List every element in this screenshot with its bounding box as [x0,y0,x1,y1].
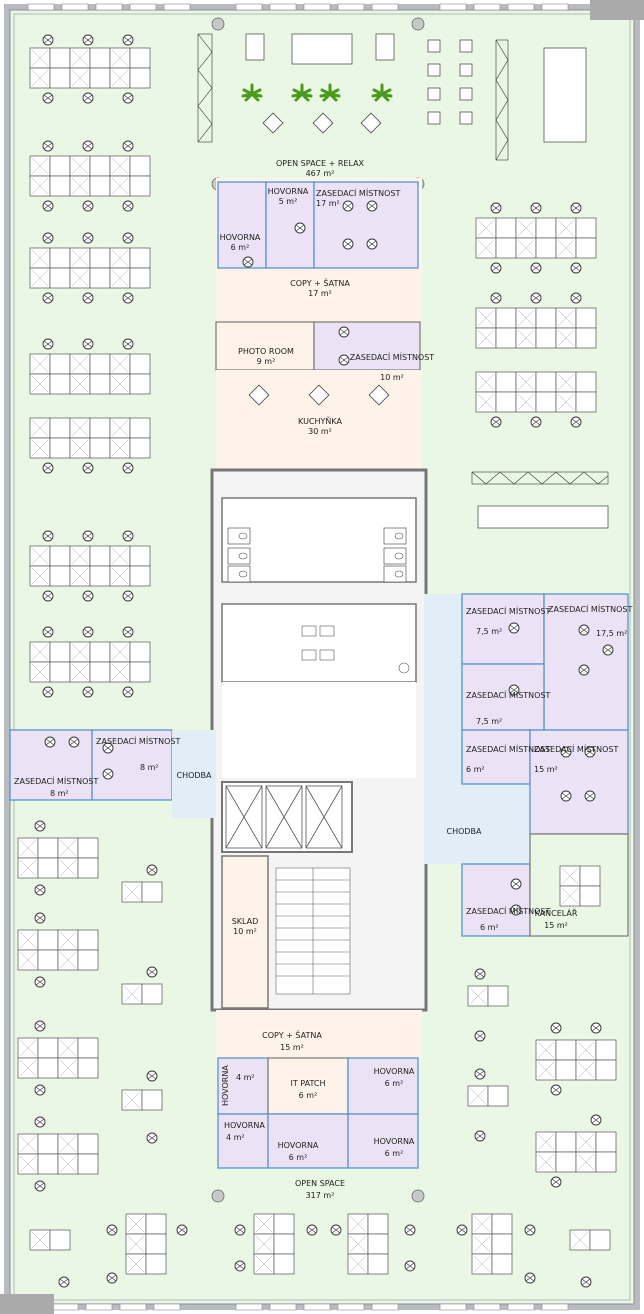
area-zasedaci-17-5: 17,5 m² [596,629,627,638]
area-it-patch: 6 m² [299,1091,318,1100]
label-zasedaci-6-a: ZASEDACÍ MÍSTNOST [466,743,551,754]
window-frames-top [27,3,569,11]
area-zasedaci-15: 15 m² [534,765,558,774]
label-open-space: OPEN SPACE [295,1179,345,1188]
hovorna-g-bg [347,1113,419,1169]
corner-block-bottom-left [0,1294,54,1314]
area-kancelar: 15 m² [544,921,568,930]
label-hovorna-e: HOVORNA [224,1121,265,1130]
label-copy-satna-top: COPY + ŠATNA [290,277,350,288]
label-kancelar: KANCELÁŘ [535,907,578,918]
label-zasedaci-6-b: ZASEDACÍ MÍSTNOST [466,905,551,916]
area-zasedaci-6-b: 6 m² [480,923,499,932]
label-chodba-right: CHODBA [446,827,482,836]
sklad-bg [221,855,269,1009]
zasedaci-17-bg [313,181,419,269]
zasedaci-8-a-bg [91,729,173,801]
area-kuchynka: 30 m² [308,427,332,436]
area-hovorna-g: 6 m² [385,1149,404,1158]
zasedaci-7-5-b-bg [461,663,545,731]
stair-icon [275,867,351,995]
area-zasedaci-7-5-b: 7,5 m² [476,717,502,726]
label-hovorna-d: HOVORNA [374,1067,415,1076]
hovorna-a-bg [217,181,267,269]
it-patch-bg [267,1057,349,1115]
partition-truss [197,33,609,485]
label-zasedaci-8-b: ZASEDACÍ MÍSTNOST [14,775,99,786]
label-copy-satna-bottom: COPY + ŠATNA [262,1029,322,1040]
chodba-left-bg [172,730,216,818]
copy-satna-bottom-bg [216,1010,422,1058]
area-hovorna-b: 5 m² [279,197,298,206]
label-sklad: SKLAD [232,917,259,926]
label-zasedaci-8-a: ZASEDACÍ MÍSTNOST [96,735,181,746]
core-lobby [222,682,416,778]
label-open-space-relax: OPEN SPACE + RELAX [276,159,365,168]
zasedaci-15-bg [529,729,629,835]
label-zasedaci-15: ZASEDACÍ MÍSTNOST [534,743,619,754]
label-hovorna-b: HOVORNA [268,187,309,196]
label-zasedaci-7-5-a: ZASEDACÍ MÍSTNOST [466,605,551,616]
lounge-seating [245,33,609,529]
hovorna-f-bg [267,1113,349,1169]
washroom-block [221,603,417,683]
area-hovorna-d: 6 m² [385,1079,404,1088]
area-zasedaci-6-a: 6 m² [466,765,485,774]
label-zasedaci-7-5-b: ZASEDACÍ MÍSTNOST [466,689,551,700]
area-sklad: 10 m² [233,927,257,936]
area-zasedaci-8-b: 8 m² [50,789,69,798]
elevator-icon [225,785,343,849]
corner-block-top-right [590,0,644,20]
label-zasedaci-10: ZASEDACÍ MÍSTNOST [350,351,435,362]
zasedaci-6-b-bg [461,863,531,937]
zasedaci-6-a-bg [461,729,531,785]
area-copy-satna-bottom: 15 m² [280,1043,304,1052]
area-open-space: 317 m² [306,1191,335,1200]
label-zasedaci-17-5: ZASEDACÍ MÍSTNOST [548,603,633,614]
copy-satna-top-bg [216,268,422,322]
label-zasedaci-17: ZASEDACÍ MÍSTNOST [316,187,401,198]
elevator-shafts [221,781,353,853]
zasedaci-17-5-bg [543,593,629,731]
area-hovorna-f: 6 m² [289,1153,308,1162]
area-photo-room: 9 m² [257,357,276,366]
area-copy-satna-top: 17 m² [308,289,332,298]
hovorna-c-bg [217,1057,269,1115]
sink-icon [301,625,410,674]
label-it-patch: IT PATCH [291,1079,326,1088]
label-kuchynka: KUCHYŇKA [298,416,342,426]
zasedaci-7-5-a-bg [461,593,545,665]
label-chodba-left: CHODBA [176,771,212,780]
area-zasedaci-7-5-a: 7,5 m² [476,627,502,636]
area-hovorna-c: 4 m² [236,1073,255,1082]
area-zasedaci-8-a: 8 m² [140,763,159,772]
label-hovorna-a: HOVORNA [220,233,261,242]
label-hovorna-c: HOVORNA [221,1065,230,1106]
hovorna-b-bg [265,181,315,269]
window-frames-bottom [51,1303,569,1311]
zasedaci-10-bg [313,321,421,371]
hovorna-d-bg [347,1057,419,1115]
bistro-tables [248,112,390,406]
area-hovorna-a: 6 m² [231,243,250,252]
area-open-space-relax: 467 m² [306,169,335,178]
area-hovorna-e: 4 m² [226,1133,245,1142]
area-zasedaci-10: 10 m² [380,373,404,382]
area-zasedaci-17: 17 m² [316,199,340,208]
label-hovorna-g: HOVORNA [374,1137,415,1146]
label-hovorna-f: HOVORNA [278,1141,319,1150]
label-photo-room: PHOTO ROOM [238,347,294,356]
